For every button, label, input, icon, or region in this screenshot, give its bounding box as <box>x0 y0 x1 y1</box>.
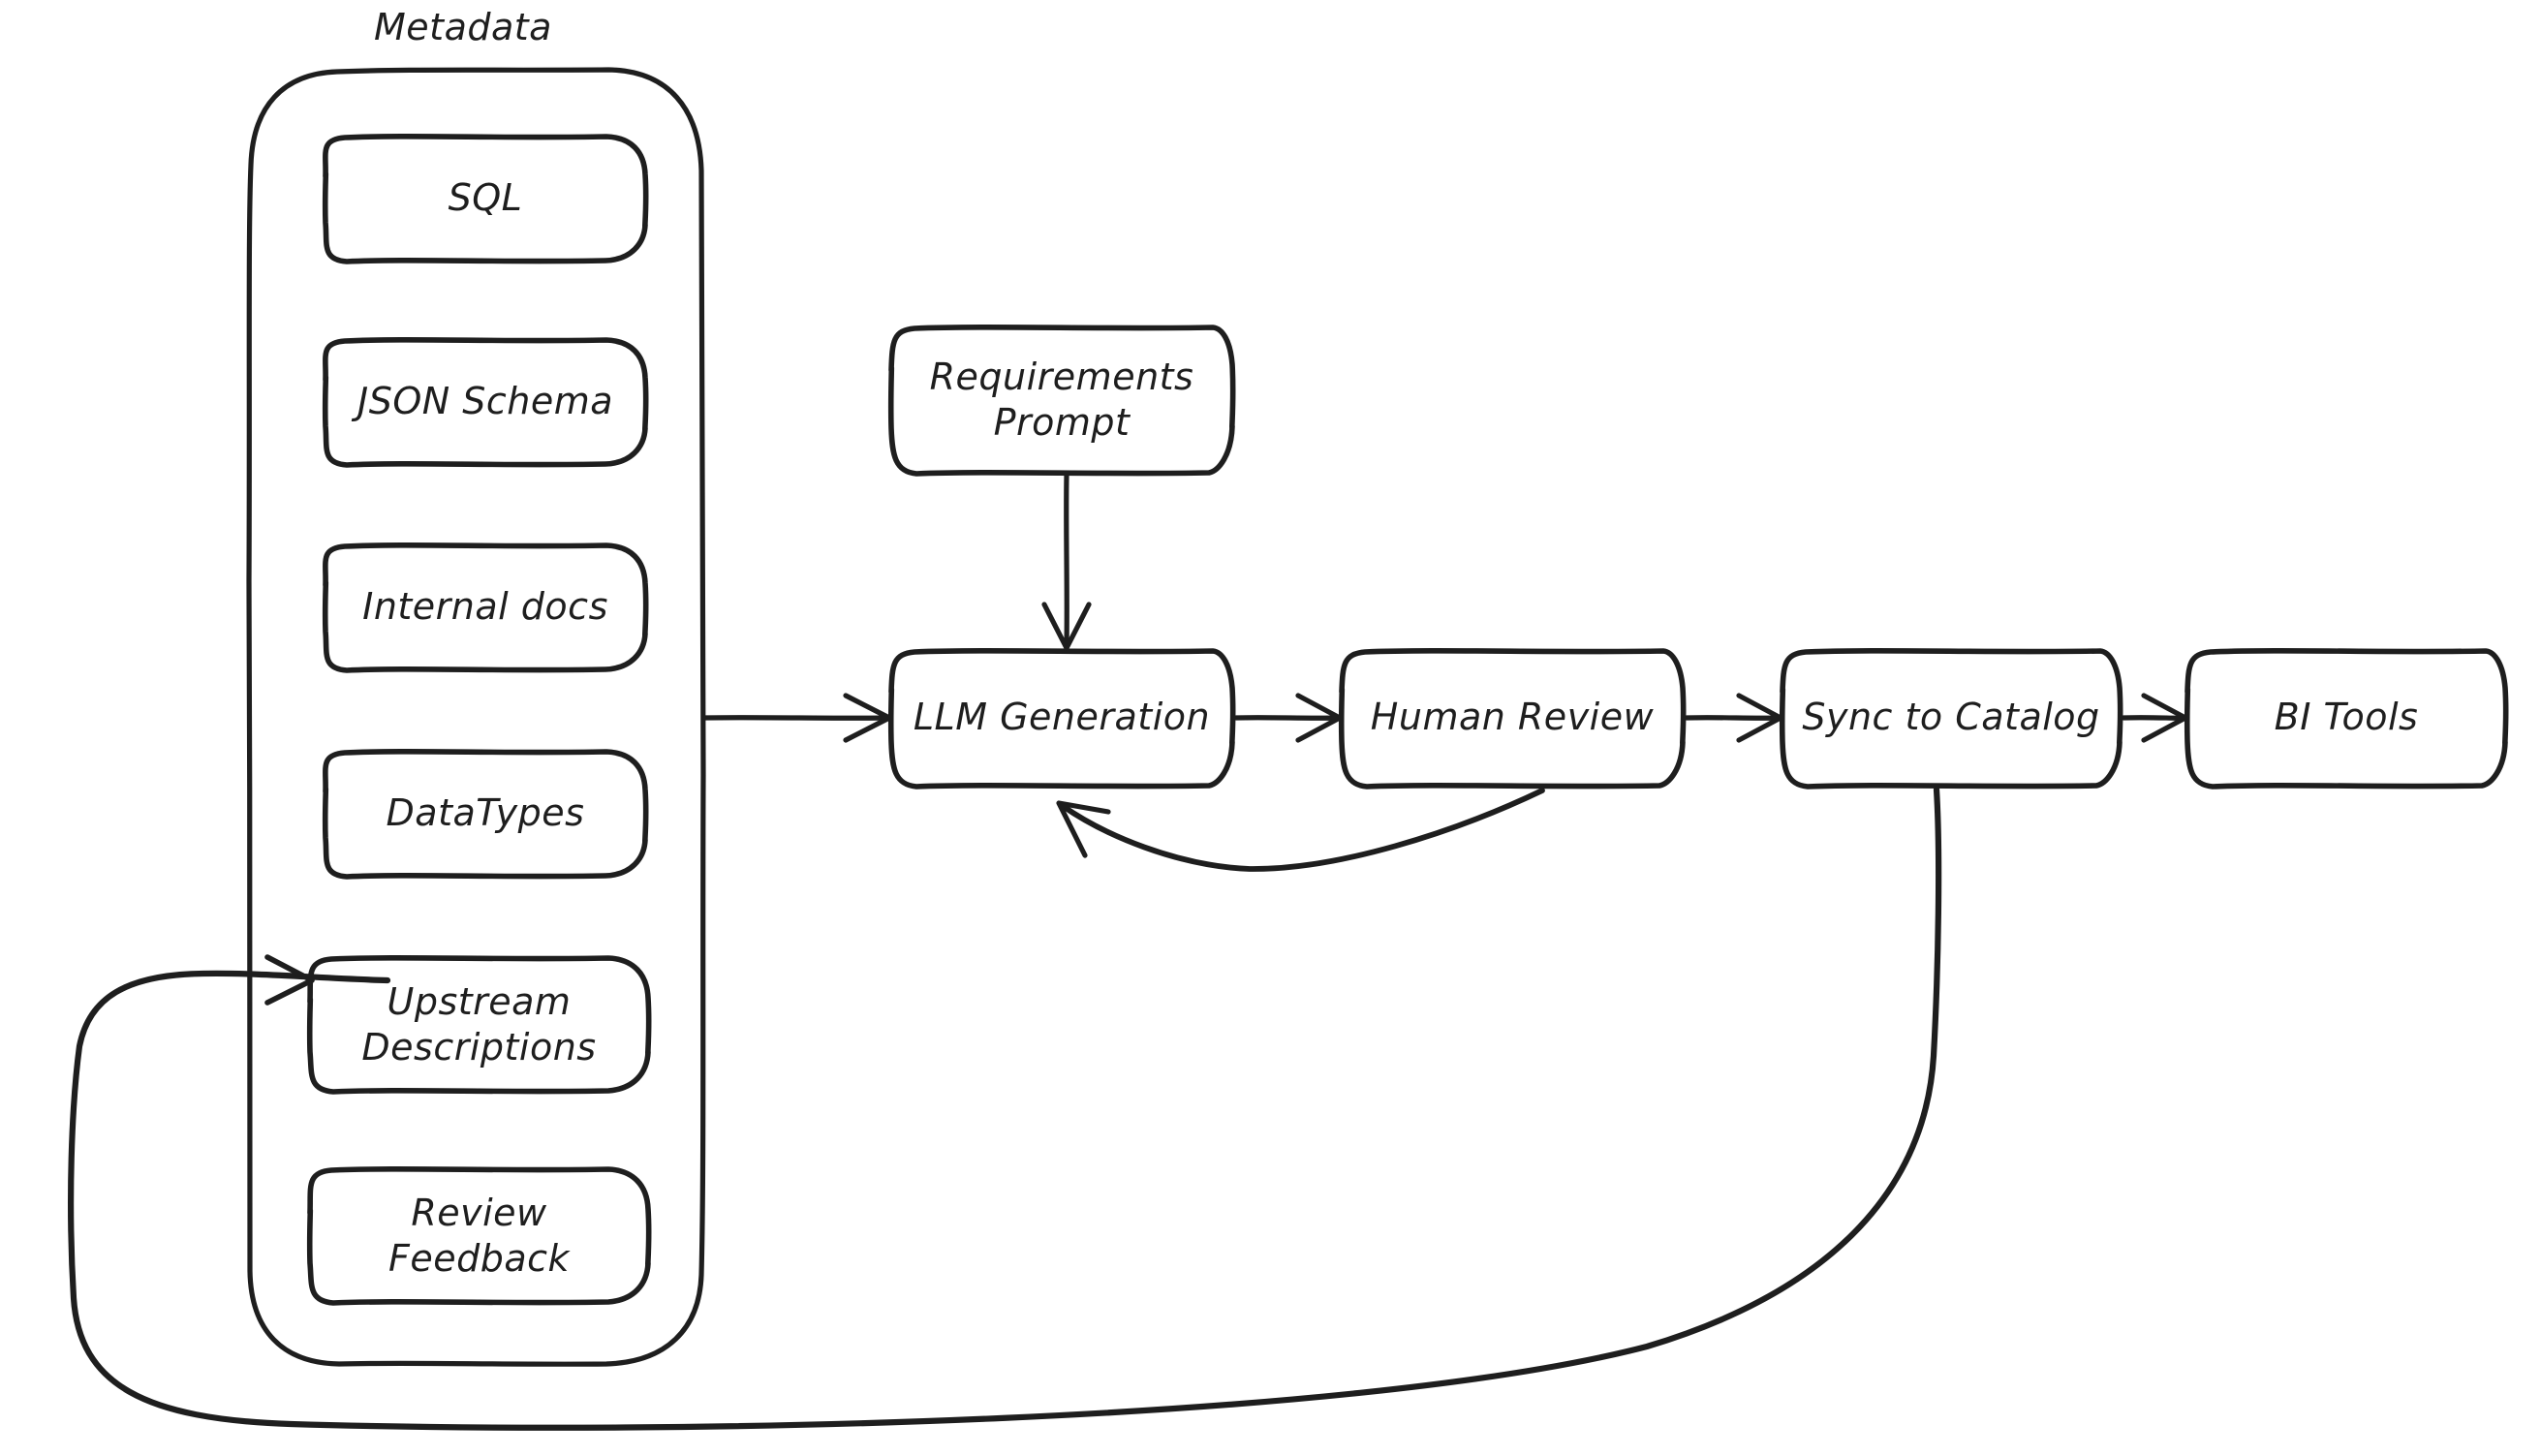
node-requirements-prompt-shape[interactable] <box>887 325 1236 477</box>
node-llm-generation-shape[interactable] <box>887 648 1236 790</box>
node-bi-tools-shape[interactable] <box>2184 648 2509 790</box>
node-sql-shape[interactable] <box>322 134 649 264</box>
edge-prompt-to-llm[interactable] <box>1041 473 1092 651</box>
edge-sync-to-bi[interactable] <box>2121 693 2188 743</box>
node-internal-docs-shape[interactable] <box>322 542 649 673</box>
node-review-feedback-shape[interactable] <box>306 1166 652 1306</box>
edge-review-to-sync[interactable] <box>1684 693 1783 743</box>
node-datatypes-shape[interactable] <box>322 749 649 880</box>
edge-catalog-to-upstream-loop[interactable] <box>68 786 1942 1431</box>
group-metadata-container[interactable] <box>246 67 706 1367</box>
group-title-metadata: Metadata <box>374 6 552 48</box>
edge-metadata-to-llm[interactable] <box>701 693 892 743</box>
node-json-schema-shape[interactable] <box>322 337 649 468</box>
edge-review-feedback-loop[interactable] <box>1056 788 1545 872</box>
node-human-review-shape[interactable] <box>1338 648 1687 790</box>
node-sync-to-catalog-shape[interactable] <box>1779 648 2123 790</box>
node-upstream-descriptions-shape[interactable] <box>306 955 652 1095</box>
edge-llm-to-review[interactable] <box>1233 693 1343 743</box>
